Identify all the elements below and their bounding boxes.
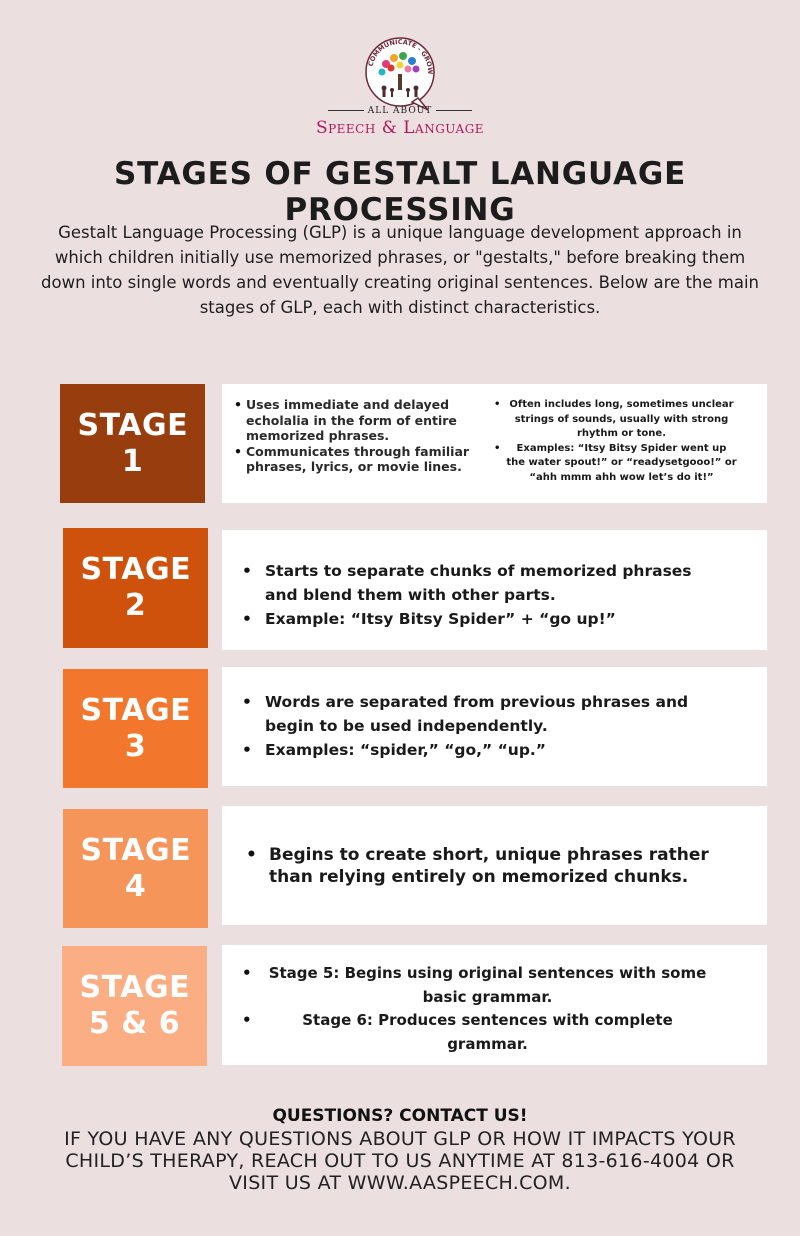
logo-small-text: ALL ABOUT [300, 106, 500, 116]
stage-5-6-bullet: Stage 6: Produces sentences with complet… [240, 1009, 710, 1056]
stage-5-6-bullet: Stage 5: Begins using original sentences… [240, 962, 710, 1009]
stage-1-label: STAGE 1 [60, 384, 205, 503]
logo-icon: COMMUNICATE - GROW - CONNECT [356, 36, 435, 111]
logo-brand: Speech & Language [315, 118, 485, 138]
contact-heading: QUESTIONS? CONTACT US! [272, 1106, 528, 1126]
stage-2-box: Starts to separate chunks of memorized p… [222, 530, 767, 650]
stage-2-bullet: Starts to separate chunks of memorized p… [240, 559, 710, 607]
stage-4-label: STAGE 4 [63, 809, 208, 928]
stage-1-box: Uses immediate and delayed echolalia in … [222, 384, 767, 503]
page-title: STAGES OF GESTALT LANGUAGE PROCESSING [113, 156, 687, 228]
stage-2-bullet: Example: “Itsy Bitsy Spider” + “go up!” [240, 607, 710, 631]
stage-5-6-box: Stage 5: Begins using original sentences… [222, 945, 767, 1065]
stage-4-box: Begins to create short, unique phrases r… [222, 806, 767, 925]
stage-4-bullet: Begins to create short, unique phrases r… [244, 844, 744, 888]
intro-paragraph: Gestalt Language Processing (GLP) is a u… [41, 223, 759, 317]
stage-2-label: STAGE 2 [63, 528, 208, 648]
stage-3-bullet: Words are separated from previous phrase… [240, 690, 710, 738]
stage-3-bullet: Examples: “spider,” “go,” “up.” [240, 738, 710, 762]
stage-5-6-label: STAGE 5 & 6 [62, 946, 207, 1066]
stage-3-box: Words are separated from previous phrase… [222, 667, 767, 786]
stage-1-bullet: Often includes long, sometimes unclear s… [492, 398, 737, 442]
stage-1-bullet: Communicates through familiar phrases, l… [232, 444, 477, 475]
stage-3-label: STAGE 3 [63, 669, 208, 788]
contact-text: If you have any questions about GLP or h… [64, 1128, 736, 1194]
stage-1-bullet: Uses immediate and delayed echolalia in … [232, 397, 477, 444]
stage-1-bullet: Examples: “Itsy Bitsy Spider went up the… [492, 442, 737, 486]
